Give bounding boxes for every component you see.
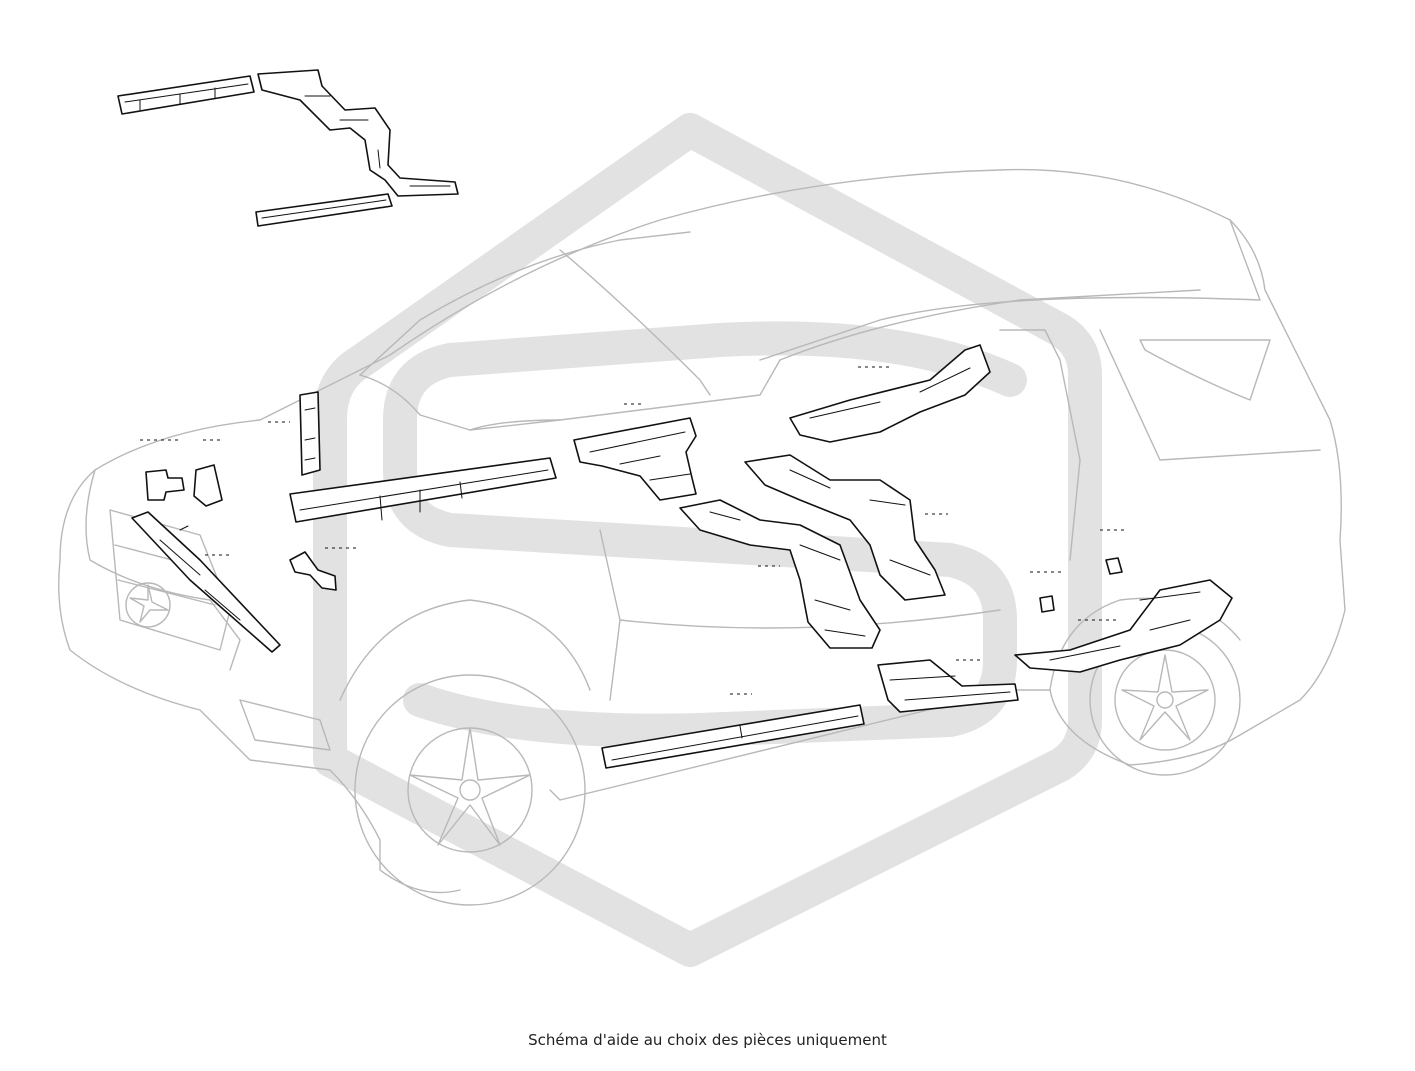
frame-rail-assembly-top <box>117 69 459 227</box>
lower-parts <box>601 557 1233 769</box>
leader-lines <box>140 366 1126 695</box>
center-parts <box>573 344 991 649</box>
car-outline <box>58 168 1346 906</box>
watermark-logo <box>312 113 1102 967</box>
diagram-caption: Schéma d'aide au choix des pièces unique… <box>528 1031 887 1049</box>
front-parts <box>131 391 557 653</box>
